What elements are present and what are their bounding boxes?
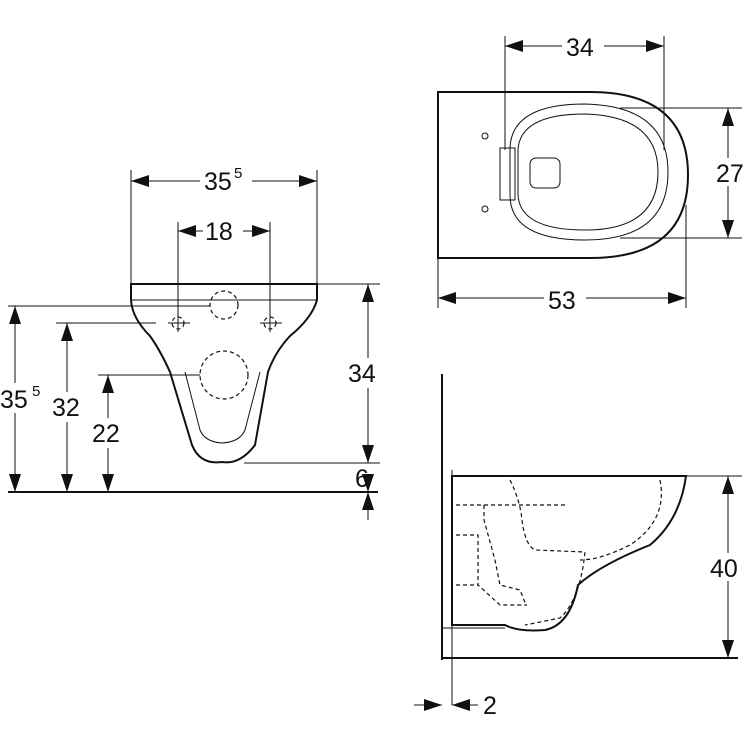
outlet-pipe — [456, 534, 527, 606]
dim-width-overall-sup: 5 — [234, 165, 242, 182]
inlet-hole — [209, 290, 239, 320]
inner-rim — [517, 113, 659, 231]
dim-height-total-sup: 5 — [32, 383, 40, 400]
dim-wall-gap: 2 — [483, 692, 497, 720]
dim-clearance: 6 — [355, 465, 369, 493]
dim-height-bowl: 34 — [348, 360, 376, 388]
dim-height-total: 35 — [0, 386, 28, 414]
bowl-inner — [579, 479, 662, 561]
flush-slot — [499, 147, 516, 201]
siphon-outer — [509, 479, 586, 626]
water-outlet — [529, 157, 561, 189]
dim-height-outlet: 22 — [92, 420, 120, 448]
hinge-hole-bottom — [481, 205, 489, 213]
outlet-hole — [199, 350, 249, 400]
dim-inner-width: 34 — [566, 34, 594, 62]
hinge-hole-top — [481, 132, 489, 140]
dim-width-overall: 35 — [204, 168, 232, 196]
outlet-pipe-inner — [483, 505, 527, 606]
front-view: 35 5 18 35 5 32 22 34 — [0, 165, 386, 520]
fixing-right — [260, 314, 282, 332]
bowl-opening — [509, 103, 669, 241]
bowl-outline — [130, 283, 318, 464]
seat-outline — [437, 91, 690, 259]
dim-inner-depth: 27 — [716, 160, 744, 188]
dim-height-fixings: 32 — [52, 394, 80, 422]
top-view: 34 27 53 — [437, 32, 748, 315]
body-outline — [451, 475, 688, 632]
fixing-left — [168, 314, 190, 332]
dim-fixing-spacing: 18 — [205, 218, 233, 246]
inner-bowl — [184, 371, 261, 444]
dim-overall-length: 53 — [548, 287, 576, 315]
side-view: 40 2 — [414, 374, 748, 720]
dim-side-height: 40 — [710, 555, 738, 583]
